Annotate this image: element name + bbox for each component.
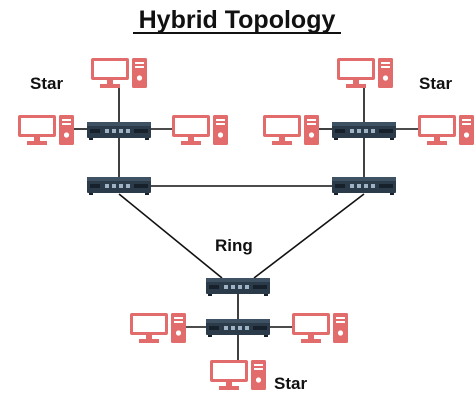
network-hub-icon — [206, 319, 270, 337]
network-hubs — [87, 122, 396, 337]
network-hub-icon — [87, 177, 151, 195]
desktop-computer-icon — [292, 313, 348, 343]
network-hub-icon — [332, 122, 396, 140]
connection-lines — [74, 86, 418, 360]
label-ring: Ring — [215, 236, 253, 255]
desktop-computer-icon — [130, 313, 186, 343]
label-star-top-left: Star — [30, 74, 63, 93]
page-title: Hybrid Topology — [139, 6, 336, 34]
label-star-top-right: Star — [419, 74, 452, 93]
network-hub-icon — [206, 278, 270, 296]
network-hub-icon — [87, 122, 151, 140]
desktop-computer-icon — [263, 115, 319, 145]
ring-link-left — [118, 193, 223, 279]
desktop-computer-icon — [337, 58, 393, 88]
ring-link-right — [253, 193, 365, 279]
desktop-computer-icon — [172, 115, 228, 145]
computers — [18, 58, 474, 390]
label-star-bottom: Star — [274, 374, 307, 393]
desktop-computer-icon — [418, 115, 474, 145]
desktop-computer-icon — [91, 58, 147, 88]
desktop-computer-icon — [210, 360, 266, 390]
desktop-computer-icon — [18, 115, 74, 145]
network-hub-icon — [332, 177, 396, 195]
